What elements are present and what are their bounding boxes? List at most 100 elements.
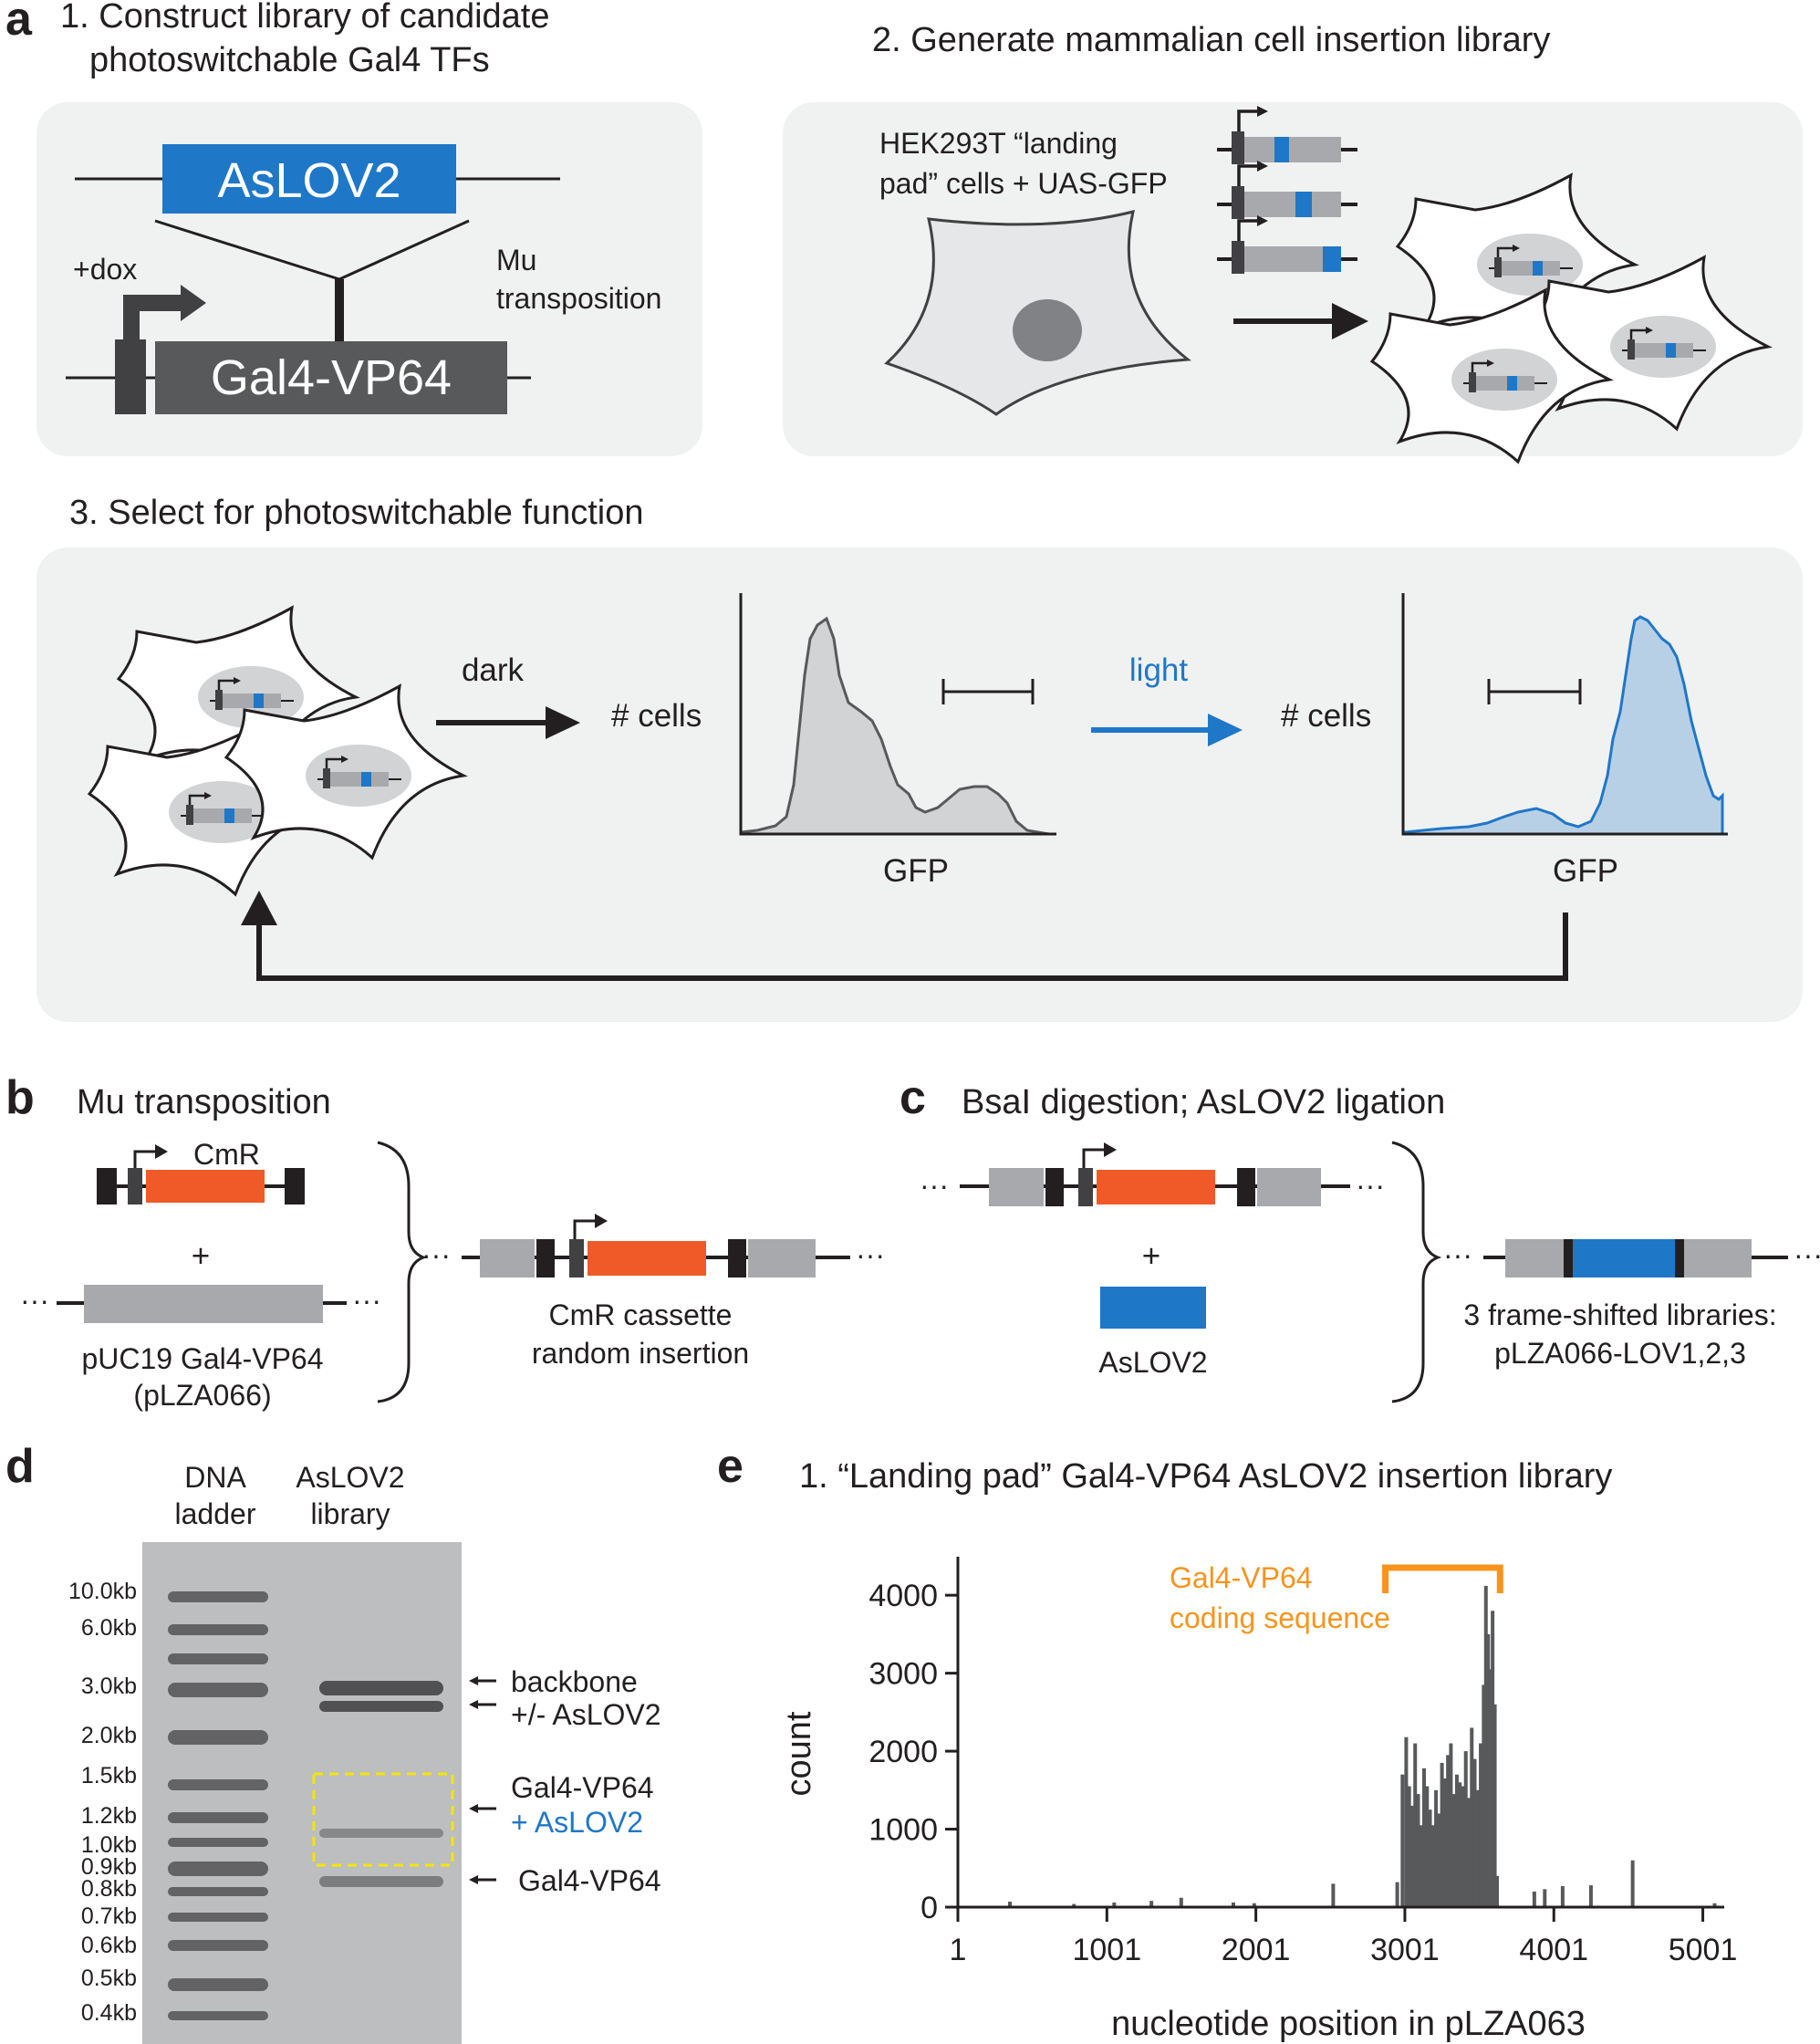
ladder-lane [168, 1591, 268, 2020]
library-lane [319, 1681, 443, 1887]
histogram-bar [1404, 1736, 1409, 1907]
histogram-bar [1434, 1789, 1439, 1907]
histogram-bar [1712, 1903, 1717, 1907]
histogram-bar [1472, 1758, 1477, 1907]
dark-label: dark [462, 652, 525, 688]
histogram-bar [1475, 1789, 1480, 1907]
x-axis-label: nucleotide position in pLZA063 [1111, 2005, 1586, 2043]
cmr-label: CmR [193, 1138, 260, 1171]
band-gal4-aslov2-line2: + AsLOV2 [511, 1806, 643, 1839]
hek-label-line2: pad” cells + UAS-GFP [879, 167, 1168, 200]
band-gal4-aslov2-line1: Gal4-VP64 [511, 1771, 654, 1804]
histogram-bar [1409, 1805, 1414, 1907]
promoter-block [115, 339, 146, 414]
y-tick-label: 4000 [868, 1579, 938, 1613]
puc-dots-left: ··· [20, 1284, 49, 1317]
ladder-labels: 10.0kb6.0kb3.0kb2.0kb1.5kb1.2kb1.0kb0.9k… [68, 1579, 137, 2026]
histogram-bar [1451, 1794, 1456, 1907]
c-result-line1: 3 frame-shifted libraries: [1463, 1298, 1776, 1331]
histogram-bar [1252, 1903, 1256, 1907]
histogram-bar [1463, 1751, 1468, 1907]
gfp-label-2: GFP [1553, 853, 1618, 889]
histogram-bar [1179, 1897, 1183, 1907]
step2-arrowhead-icon [1332, 303, 1368, 339]
panel-c-plus: + [1142, 1238, 1160, 1274]
cells-label-2: # cells [1281, 698, 1371, 734]
panel-b-brace [377, 1141, 428, 1403]
histogram-bar [1428, 1809, 1432, 1907]
ladder-size-label: 6.0kb [81, 1615, 137, 1641]
histogram-bar [1449, 1743, 1453, 1907]
ladder-size-label: 0.5kb [81, 1966, 137, 1991]
dark-arrowhead-icon [546, 706, 580, 739]
histogram-bar [1422, 1768, 1427, 1907]
c-result-dots-right: ··· [1794, 1238, 1820, 1271]
annotation-line1: Gal4-VP64 [1170, 1561, 1313, 1594]
aslov2-block [162, 144, 456, 214]
chart-bars [1007, 1585, 1717, 1907]
histogram-bar [1454, 1774, 1459, 1907]
y-tick-label: 1000 [868, 1813, 938, 1848]
transposition-label: transposition [496, 282, 661, 315]
c-result-line2: pLZA066-LOV1,2,3 [1494, 1337, 1746, 1370]
step3-title: 3. Select for photoswitchable function [69, 494, 644, 532]
histogram-bar [1488, 1669, 1492, 1907]
histogram-bar [1430, 1825, 1435, 1907]
aslov2-library-construct [1483, 1239, 1788, 1278]
mu-label: Mu [496, 244, 536, 276]
puc-label-line2: (pLZA066) [133, 1379, 271, 1412]
y-tick-label: 3000 [868, 1657, 938, 1692]
ladder-size-label: 0.8kb [81, 1876, 137, 1902]
aslov2-insert-label: AsLOV2 [1098, 1346, 1207, 1379]
x-tick-label: 4001 [1519, 1933, 1588, 1967]
histogram-bar [1231, 1902, 1235, 1907]
chart-annotation [1382, 1564, 1503, 1593]
ladder-size-label: 0.6kb [81, 1933, 137, 1958]
gfp-label-1: GFP [883, 853, 949, 889]
ladder-size-label: 0.9kb [81, 1854, 137, 1880]
ladder-size-label: 3.0kb [81, 1674, 137, 1699]
y-axis-label: count [780, 1711, 818, 1796]
histogram-bar [1416, 1794, 1420, 1907]
x-tick-label: 1 [950, 1933, 967, 1967]
histogram-bar [1072, 1903, 1076, 1907]
step2-title: 2. Generate mammalian cell insertion lib… [872, 21, 1550, 59]
aslov2-block-label: AsLOV2 [217, 153, 400, 208]
cmr-insertion-construct [462, 1214, 850, 1278]
hek-label-line1: HEK293T “landing [879, 127, 1118, 160]
lane2-header-line1: AsLOV2 [296, 1461, 404, 1494]
histogram-bar [1442, 1778, 1447, 1907]
light-arrowhead-icon [1208, 714, 1243, 746]
histogram-bar [1486, 1633, 1491, 1907]
large-cell-nucleus [1013, 299, 1082, 361]
step1-title-line2: photoswitchable Gal4 TFs [89, 41, 490, 79]
histogram-bar [1413, 1743, 1418, 1907]
panel-b-title: Mu transposition [77, 1083, 331, 1121]
histogram-bar [1400, 1774, 1405, 1907]
c-dots-left: ··· [920, 1169, 949, 1202]
panel-a: a 1. Construct library of candidate phot… [5, 0, 1803, 1022]
light-label: light [1129, 652, 1188, 688]
cmr-digest-construct [960, 1142, 1350, 1206]
histogram-bar [1483, 1585, 1488, 1907]
aslov2-insert [1100, 1287, 1206, 1329]
step3-box [36, 548, 1803, 1022]
light-histogram [1401, 593, 1728, 836]
x-tick-label: 1001 [1072, 1933, 1141, 1967]
panel-b: b Mu transposition CmR + ··· ··· pUC19 G… [5, 1071, 885, 1412]
histogram-bar [1446, 1755, 1451, 1907]
annotation-bracket [1382, 1564, 1503, 1593]
histogram-bar [1495, 1875, 1500, 1907]
result-label-line1: CmR cassette [549, 1298, 733, 1331]
histogram-bar [1470, 1727, 1474, 1907]
panel-d: d DNA ladder AsLOV2 library [5, 1440, 661, 2044]
panel-b-label: b [5, 1071, 35, 1124]
histogram-bar [1588, 1885, 1593, 1907]
histogram-bar [1425, 1786, 1430, 1907]
histogram-bar [1440, 1762, 1444, 1907]
lane1-header-line1: DNA [184, 1461, 246, 1494]
gal4-construct: Gal4-VP64 [66, 285, 531, 414]
panel-e: e 1. “Landing pad” Gal4-VP64 AsLOV2 inse… [717, 1440, 1737, 2043]
